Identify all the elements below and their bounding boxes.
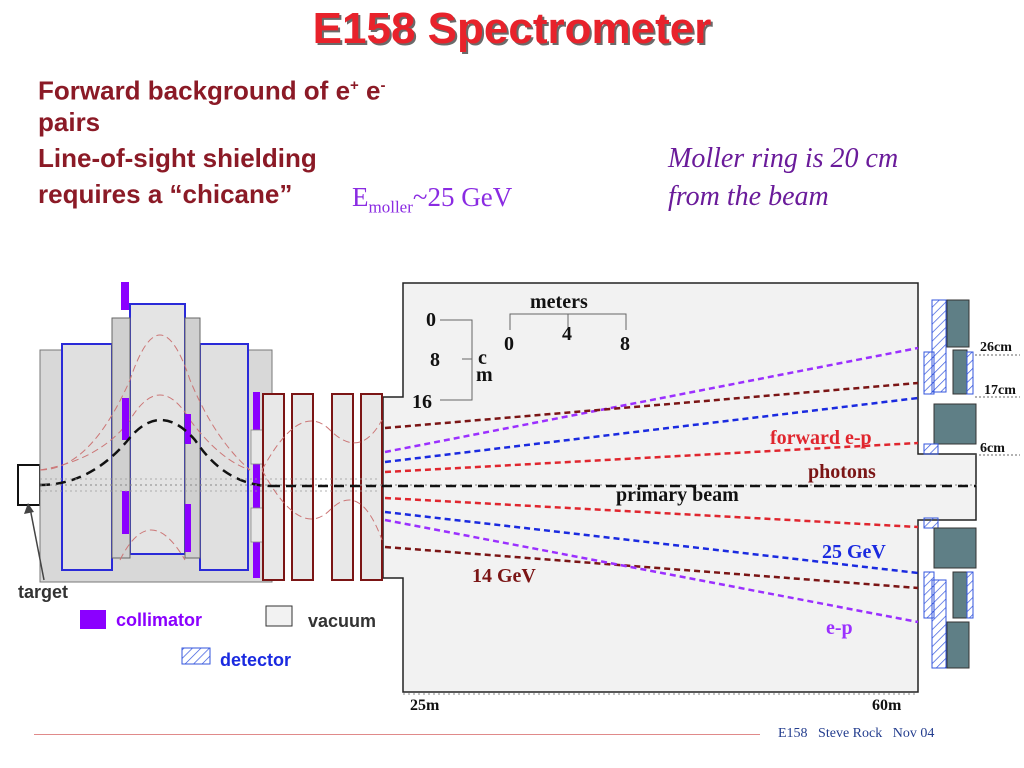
collimator-2: [122, 491, 129, 534]
magnet-assembly: [39, 282, 383, 583]
magnet-left: [61, 343, 113, 571]
magnet-field-curve-upper: [39, 334, 251, 471]
meter-tick-4: 4: [562, 323, 572, 345]
moller-note-line-1: Moller ring is 20 cm: [668, 143, 899, 174]
meter-tick-0: 0: [504, 333, 514, 355]
meter-scale-label: meters: [530, 291, 588, 313]
detector-hatched-3: [966, 351, 974, 395]
detector-block-1: [946, 299, 970, 348]
label-forward-ep: forward e-p: [770, 427, 872, 449]
collimator-1: [122, 398, 129, 440]
detector-hatched-4: [923, 443, 939, 455]
detector-hatched-5: [923, 517, 939, 529]
legend-target-label: target: [18, 582, 68, 602]
magnet-field-curve-lower: [39, 394, 251, 471]
ring-label-26: 26cm: [980, 340, 1012, 355]
label-14-gev: 14 GeV: [472, 565, 536, 587]
detector-block-4: [933, 527, 977, 569]
distance-25m: 25m: [410, 697, 440, 714]
chicane-field-curve: [261, 419, 383, 471]
collimator-gap-2: [250, 507, 264, 543]
detector-hatched-2: [923, 351, 935, 395]
meter-tick-8: 8: [620, 333, 630, 355]
label-25-gev: 25 GeV: [822, 541, 886, 563]
bullet-line-2: pairs: [38, 107, 101, 137]
collimator-3: [185, 414, 191, 444]
cm-unit-c: c: [478, 347, 487, 369]
moller-note-line-2: from the beam: [668, 181, 829, 212]
legend: target collimator vacuum detector: [18, 503, 376, 670]
moller-energy-label: Emoller~25 GeV: [352, 182, 513, 217]
ep-purple-upper: [384, 346, 919, 454]
detector-stack: [923, 299, 1020, 669]
moller-ring-note: Moller ring is 20 cm from the beam: [668, 140, 898, 216]
detector-block-6: [946, 621, 970, 669]
detector-hatched-7: [966, 571, 974, 619]
distance-60m: 60m: [872, 697, 902, 714]
deflected-beam-path: [39, 418, 271, 488]
detector-hatched-8: [931, 579, 947, 669]
legend-vacuum-label: vacuum: [308, 611, 376, 631]
cm-unit-m: m: [476, 364, 493, 386]
meter-scale: [509, 313, 627, 330]
slide-title: E158 Spectrometer: [312, 4, 712, 53]
collimator-4: [185, 504, 191, 552]
target-pointer: [29, 507, 45, 581]
spectrometer-diagram: meters 0 4 8 0 8 16 c m 26cm 17cm 6cm fo…: [17, 282, 1020, 714]
detector-block-3: [933, 403, 977, 445]
detector-block-5: [952, 571, 968, 619]
footer-rule: [34, 734, 760, 735]
detector-block-2: [952, 349, 968, 395]
bullet-line-1: Forward background of e+ e-: [38, 75, 386, 106]
footer-credit: E158 Steve Rock Nov 04: [778, 726, 935, 741]
maroon-upper: [384, 381, 919, 430]
cm-tick-0: 0: [426, 309, 436, 331]
magnet-field-curve-bottom: [119, 529, 186, 561]
cm-scale: [440, 319, 473, 401]
red-lower: [384, 496, 919, 529]
legend-detector-label: detector: [220, 650, 291, 670]
collimator-top: [121, 282, 129, 310]
ring-label-6: 6cm: [980, 441, 1005, 456]
legend-detector-swatch: [181, 647, 211, 665]
bullet-line-3: Line-of-sight shielding: [38, 143, 317, 173]
ep-purple-lower: [384, 518, 919, 624]
legend-collimator-label: collimator: [116, 610, 202, 630]
collimator-gap-1: [250, 429, 264, 465]
maroon-lower: [384, 545, 919, 590]
bullet-line-4: requires a “chicane”: [38, 179, 293, 209]
label-ep: e-p: [826, 617, 853, 639]
red-upper: [384, 441, 919, 474]
legend-collimator-swatch: [80, 610, 106, 629]
cm-tick-8: 8: [430, 349, 440, 371]
cm-tick-16: 16: [412, 391, 432, 413]
label-photons: photons: [808, 461, 876, 483]
target-box: [17, 464, 41, 506]
chicane-field-curve-2: [261, 469, 383, 541]
label-primary-beam: primary beam: [616, 484, 739, 506]
detector-hatched-1: [931, 299, 947, 393]
ring-label-17: 17cm: [984, 383, 1016, 398]
target-pointer-arrowhead: [24, 503, 34, 514]
legend-vacuum-swatch: [265, 605, 293, 627]
magnet-right: [199, 343, 249, 571]
